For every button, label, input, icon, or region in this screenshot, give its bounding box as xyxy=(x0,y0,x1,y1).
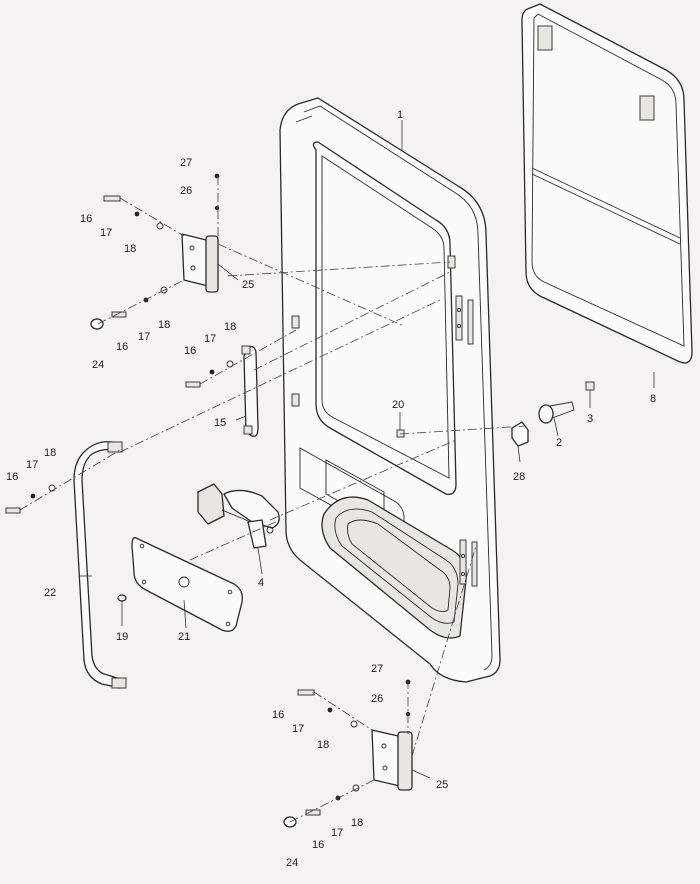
callout-18b: 18 xyxy=(158,319,170,331)
callout-16a: 16 xyxy=(80,213,92,225)
upper-hinge xyxy=(181,233,219,293)
callout-16c: 16 xyxy=(184,345,196,357)
callout-27b: 27 xyxy=(371,663,383,675)
cover-plate xyxy=(131,537,243,632)
callout-20: 20 xyxy=(392,399,404,411)
grab-bar-large xyxy=(73,441,127,689)
callout-25a: 25 xyxy=(242,279,254,291)
callout-16d: 16 xyxy=(6,471,18,483)
callout-18f: 18 xyxy=(351,817,363,829)
callout-18c: 18 xyxy=(224,321,236,333)
callout-17b: 17 xyxy=(138,331,150,343)
callout-8: 8 xyxy=(650,393,656,405)
lower-hinge xyxy=(371,729,413,791)
callout-15: 15 xyxy=(214,417,226,429)
callout-26b: 26 xyxy=(371,693,383,705)
door-frame xyxy=(279,97,501,683)
assembly-lines xyxy=(19,176,527,823)
callout-28: 28 xyxy=(513,471,525,483)
leader-lines xyxy=(80,120,655,779)
callout-26a: 26 xyxy=(180,185,192,197)
callout-16f: 16 xyxy=(312,839,324,851)
callout-24a: 24 xyxy=(92,359,104,371)
callout-25b: 25 xyxy=(436,779,448,791)
callout-17e: 17 xyxy=(292,723,304,735)
callout-18e: 18 xyxy=(317,739,329,751)
callout-17c: 17 xyxy=(204,333,216,345)
callout-18d: 18 xyxy=(44,447,56,459)
latch-mechanism xyxy=(197,483,280,549)
lock-cylinder xyxy=(511,381,595,447)
callout-17a: 17 xyxy=(100,227,112,239)
callout-1: 1 xyxy=(397,109,403,121)
callouts: 1 2 3 4 8 15 16 16 16 16 16 16 17 17 17 … xyxy=(6,109,656,869)
callout-17f: 17 xyxy=(331,827,343,839)
callout-16e: 16 xyxy=(272,709,284,721)
callout-19: 19 xyxy=(116,631,128,643)
callout-17d: 17 xyxy=(26,459,38,471)
callout-27a: 27 xyxy=(180,157,192,169)
callout-24b: 24 xyxy=(286,857,298,869)
callout-2: 2 xyxy=(556,437,562,449)
callout-18a: 18 xyxy=(124,243,136,255)
callout-4: 4 xyxy=(258,577,264,589)
callout-21: 21 xyxy=(178,631,190,643)
callout-22: 22 xyxy=(44,587,56,599)
window-glass xyxy=(521,3,693,364)
callout-3: 3 xyxy=(587,413,593,425)
grab-handle-small xyxy=(241,345,259,437)
callout-16b: 16 xyxy=(116,341,128,353)
